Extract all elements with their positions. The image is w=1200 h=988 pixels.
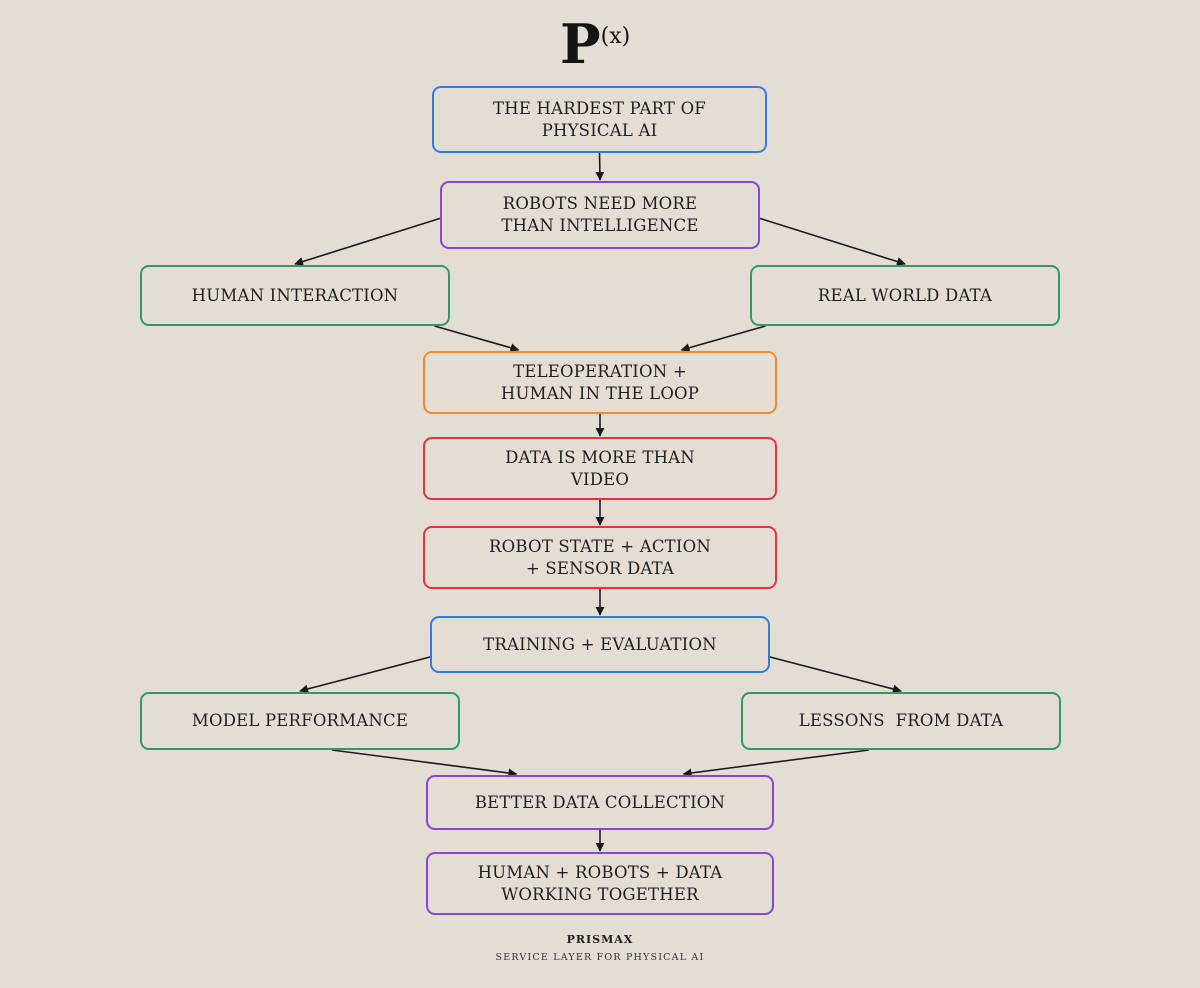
arrow-n8-to-n10 [769,656,902,694]
node-better-data-collection: BETTER DATA COLLECTION [426,775,774,830]
node-real-world-data: REAL WORLD DATA [750,265,1060,326]
node-label: LESSONS FROM DATA [798,711,1004,730]
node-human-interaction: HUMAN INTERACTION [140,265,450,326]
node-label: TELEOPERATION +HUMAN IN THE LOOP [500,361,700,403]
arrow-n3-to-n5 [434,325,520,353]
arrow-n9-to-n11 [331,749,518,778]
node-training-evaluation: TRAINING + EVALUATION [430,616,770,673]
arrow-n4-to-n5 [680,325,766,353]
arrow-n2-to-n3 [294,217,441,266]
node-teleoperation-human-in-the-loop: TELEOPERATION +HUMAN IN THE LOOP [423,351,777,414]
node-lessons-from-data: LESSONS FROM DATA [741,692,1061,750]
node-label: REAL WORLD DATA [817,285,993,305]
node-label: BETTER DATA COLLECTION [474,792,726,812]
node-label: ROBOT STATE + ACTION+ SENSOR DATA [489,536,711,578]
node-label: MODEL PERFORMANCE [191,711,409,730]
logo-superscript: (x) [600,24,631,49]
footer-brand-name: PRISMAX [566,933,634,946]
node-label: TRAINING + EVALUATION [483,634,717,654]
arrow-n10-to-n11 [682,749,870,778]
footer-tagline: SERVICE LAYER FOR PHYSICAL AI [495,952,705,963]
node-robot-state-action-sensor-data: ROBOT STATE + ACTION+ SENSOR DATA [423,526,777,589]
node-label: HUMAN INTERACTION [191,285,399,305]
arrow-n2-to-n4 [759,217,906,266]
arrow-n1-to-n2 [595,152,605,181]
node-model-performance: MODEL PERFORMANCE [140,692,460,750]
logo-letter: P [560,12,601,76]
arrow-n8-to-n9 [299,656,431,694]
prismax-logo: P(x) [560,14,650,74]
